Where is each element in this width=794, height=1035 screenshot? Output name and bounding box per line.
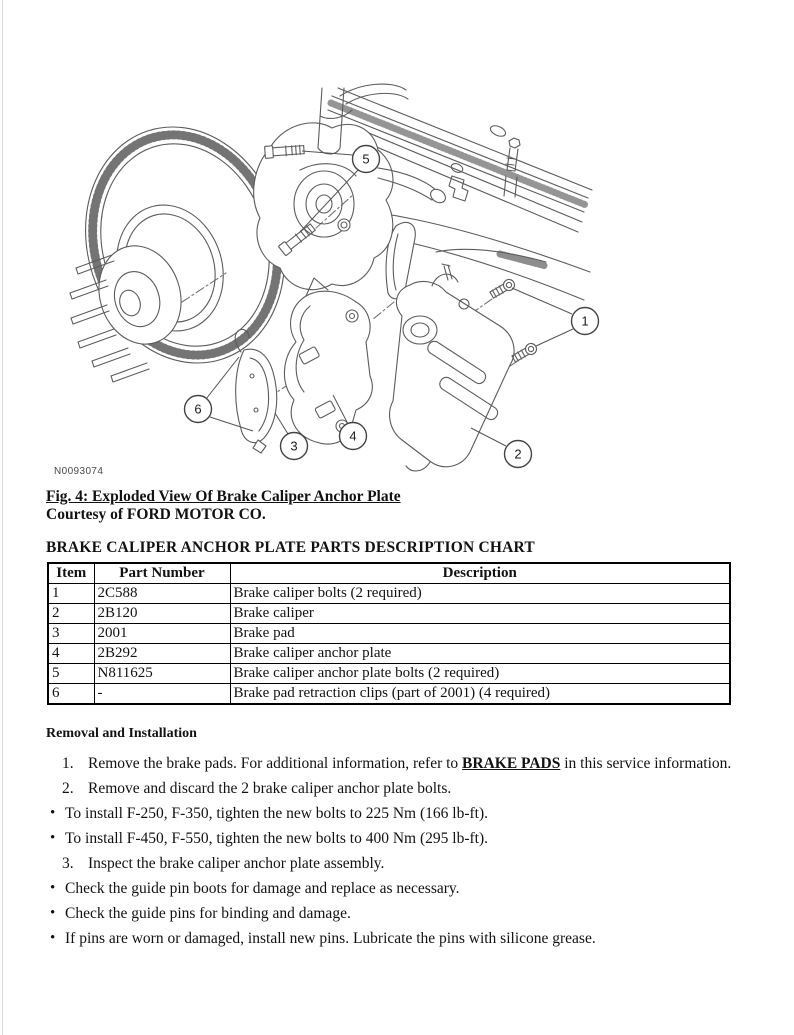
figure-caption-title: Fig. 4: Exploded View Of Brake Caliper A… xyxy=(46,488,401,505)
table-row: 2 2B120 Brake caliper xyxy=(47,603,731,624)
col-header-description: Description xyxy=(229,562,731,584)
cell-part-number: 2001 xyxy=(93,623,231,644)
step-number: 2. xyxy=(62,780,74,797)
callout-3-number: 3 xyxy=(290,439,297,454)
table-header-row: Item Part Number Description xyxy=(47,562,731,584)
cell-item: 4 xyxy=(47,643,95,664)
callout-1-number: 1 xyxy=(581,314,588,329)
procedure-step-2-group: 2. Remove and discard the 2 brake calipe… xyxy=(0,780,794,847)
col-header-part-number: Part Number xyxy=(93,562,231,584)
cell-description: Brake caliper anchor plate bolts (2 requ… xyxy=(229,663,731,684)
callout-4-number: 4 xyxy=(349,429,356,444)
bullet-text: Check the guide pins for binding and dam… xyxy=(65,905,351,922)
step-2-bullets: • To install F-250, F-350, tighten the n… xyxy=(0,805,794,847)
step-3-bullets: • Check the guide pin boots for damage a… xyxy=(0,880,794,947)
procedure-steps: 1. Remove the brake pads. For additional… xyxy=(0,755,794,947)
brake-pads-link[interactable]: BRAKE PADS xyxy=(462,755,561,772)
bullet-item: • If pins are worn or damaged, install n… xyxy=(0,930,794,947)
table-row: 6 - Brake pad retraction clips (part of … xyxy=(47,683,731,705)
cell-item: 2 xyxy=(47,603,95,624)
cell-part-number: 2B292 xyxy=(93,643,231,664)
col-header-item: Item xyxy=(47,562,95,584)
cell-part-number: 2B120 xyxy=(93,603,231,624)
step-text: Remove and discard the 2 brake caliper a… xyxy=(88,780,452,797)
parts-table-title: BRAKE CALIPER ANCHOR PLATE PARTS DESCRIP… xyxy=(46,539,535,556)
bullet-item: • To install F-450, F-550, tighten the n… xyxy=(0,830,794,847)
cell-description: Brake pad retraction clips (part of 2001… xyxy=(229,683,731,705)
bullet-icon: • xyxy=(50,830,56,846)
callout-6: 6 xyxy=(183,394,213,424)
cell-item: 1 xyxy=(47,583,95,604)
callout-6-number: 6 xyxy=(194,402,201,417)
table-row: 3 2001 Brake pad xyxy=(47,623,731,644)
bullet-icon: • xyxy=(50,880,56,896)
cell-description: Brake caliper xyxy=(229,603,731,624)
cell-part-number: 2C588 xyxy=(93,583,231,604)
step-text-before: Remove the brake pads. For additional in… xyxy=(88,755,463,772)
cell-item: 6 xyxy=(47,683,95,705)
figure-caption: Fig. 4: Exploded View Of Brake Caliper A… xyxy=(46,488,401,523)
exploded-view-diagram: 1 2 3 4 5 6 xyxy=(69,83,600,472)
bullet-item: • Check the guide pin boots for damage a… xyxy=(0,880,794,897)
bullet-item: • Check the guide pins for binding and d… xyxy=(0,905,794,922)
cell-description: Brake pad xyxy=(229,623,731,644)
step-text-after: in this service information. xyxy=(560,755,732,772)
cell-description: Brake caliper anchor plate xyxy=(229,643,731,664)
figure-caption-courtesy: Courtesy of FORD MOTOR CO. xyxy=(46,505,266,523)
bullet-item: • To install F-250, F-350, tighten the n… xyxy=(0,805,794,822)
bullet-text: If pins are worn or damaged, install new… xyxy=(65,930,596,947)
procedure-step-1: 1. Remove the brake pads. For additional… xyxy=(0,755,794,772)
bullet-text: To install F-250, F-350, tighten the new… xyxy=(65,805,488,822)
cell-item: 3 xyxy=(47,623,95,644)
bullet-icon: • xyxy=(50,905,56,921)
page-edge-line xyxy=(2,0,3,1035)
cell-item: 5 xyxy=(47,663,95,684)
callout-5: 5 xyxy=(351,144,381,174)
callout-5-number: 5 xyxy=(362,152,369,167)
table-row: 5 N811625 Brake caliper anchor plate bol… xyxy=(47,663,731,684)
callout-4: 4 xyxy=(338,421,368,451)
bullet-text: Check the guide pin boots for damage and… xyxy=(65,880,460,897)
bullet-icon: • xyxy=(50,805,56,821)
step-text: Inspect the brake caliper anchor plate a… xyxy=(88,855,385,872)
step-number: 1. xyxy=(62,755,74,772)
parts-description-table: Item Part Number Description 1 2C588 Bra… xyxy=(47,562,731,705)
step-text: Remove the brake pads. For additional in… xyxy=(88,755,731,772)
callout-3: 3 xyxy=(279,431,309,461)
bullet-text: To install F-450, F-550, tighten the new… xyxy=(65,830,488,847)
callout-2: 2 xyxy=(503,439,533,469)
procedure-step-3: 3. Inspect the brake caliper anchor plat… xyxy=(0,855,794,872)
callout-2-number: 2 xyxy=(514,447,521,462)
procedure-step-2: 2. Remove and discard the 2 brake calipe… xyxy=(0,780,794,797)
procedure-heading: Removal and Installation xyxy=(46,726,197,741)
callout-1: 1 xyxy=(570,306,600,336)
step-number: 3. xyxy=(62,855,74,872)
cell-part-number: N811625 xyxy=(93,663,231,684)
cell-part-number: - xyxy=(93,683,231,705)
cell-description: Brake caliper bolts (2 required) xyxy=(229,583,731,604)
figure-reference-number: N0093074 xyxy=(54,466,104,477)
table-row: 1 2C588 Brake caliper bolts (2 required) xyxy=(47,583,731,604)
table-row: 4 2B292 Brake caliper anchor plate xyxy=(47,643,731,664)
procedure-step-3-group: 3. Inspect the brake caliper anchor plat… xyxy=(0,855,794,947)
bullet-icon: • xyxy=(50,930,56,946)
